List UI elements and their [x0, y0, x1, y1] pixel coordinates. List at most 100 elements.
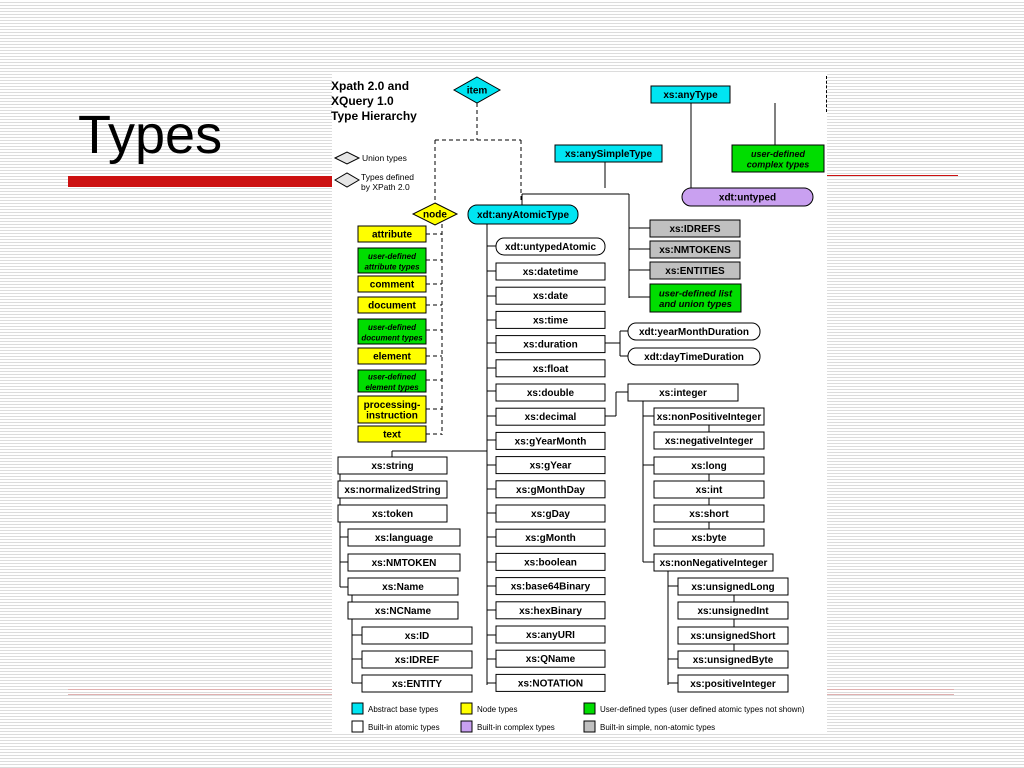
- xs-qname-node: [495, 649, 606, 668]
- xs-byte-node: [653, 528, 765, 547]
- node-types-legend-label: Node types: [477, 705, 517, 714]
- xs-date-node: [495, 286, 606, 305]
- processing-instruction-label-1: processing-: [364, 400, 421, 411]
- xdt-untyped-label: xdt:untyped: [719, 193, 776, 204]
- xs-gmonthday-label: xs:gMonthDay: [516, 485, 585, 496]
- user-defined-attribute-types-label-2: attribute types: [364, 262, 420, 271]
- xs-unsignedbyte-node: [677, 650, 789, 669]
- xs-notation-label: xs:NOTATION: [518, 678, 583, 689]
- user-defined-element-types-label-2: element types: [365, 383, 419, 392]
- xs-short-node: [653, 504, 765, 523]
- xs-hexbinary-node: [495, 601, 606, 620]
- xs-language-node: [347, 528, 461, 547]
- xs-double-label: xs:double: [527, 388, 575, 399]
- element-node: [357, 347, 427, 365]
- xs-normalizedstring-node: [337, 480, 448, 499]
- user-defined-element-types-label-1: user-defined: [368, 372, 417, 381]
- node-label: node: [423, 210, 447, 221]
- xs-datetime-node: [495, 262, 606, 281]
- user-defined-complex-types-label-2: complex types: [747, 159, 810, 169]
- xs-id-label: xs:ID: [405, 631, 429, 642]
- xs-entities-label: xs:ENTITIES: [665, 266, 725, 277]
- xs-nmtoken-node: [347, 553, 461, 572]
- xs-unsignedlong-label: xs:unsignedLong: [691, 582, 774, 593]
- xs-boolean-node: [495, 552, 606, 571]
- xs-token-label: xs:token: [372, 509, 413, 520]
- slide-title: Types: [78, 105, 223, 165]
- user-defined-types-legend-label: User-defined types (user defined atomic …: [600, 705, 805, 714]
- xdt-daytimeduration-node: [627, 347, 761, 366]
- xs-short-label: xs:short: [689, 509, 729, 520]
- xdt-yearmonthduration-node: [627, 322, 761, 341]
- xs-unsignedlong-node: [677, 577, 789, 596]
- built-in-simple-types-swatch: [583, 720, 596, 733]
- types-defined-key-label: Types defined: [361, 172, 414, 182]
- xs-unsignedshort-label: xs:unsignedShort: [690, 631, 776, 642]
- xs-long-node: [653, 456, 765, 475]
- xs-unsignedint-node: [677, 601, 789, 620]
- user-defined-document-types-label-1: user-defined: [368, 323, 417, 332]
- xs-normalizedstring-label: xs:normalizedString: [344, 485, 440, 496]
- xs-token-node: [337, 504, 448, 523]
- xs-name-label: xs:Name: [382, 582, 424, 593]
- union-types-key-label: Union types: [362, 153, 407, 163]
- dashed-edge: [826, 76, 827, 112]
- xs-ncname-label: xs:NCName: [375, 606, 432, 617]
- xs-date-label: xs:date: [533, 291, 568, 302]
- diagram-title-3: Type Hierarchy: [331, 109, 417, 123]
- xs-float-node: [495, 359, 606, 378]
- xs-gmonthday-node: [495, 480, 606, 499]
- title-underline-line: [826, 175, 958, 176]
- xs-boolean-label: xs:boolean: [524, 557, 577, 568]
- xs-nonnegativeinteger-label: xs:nonNegativeInteger: [660, 558, 768, 569]
- processing-instruction-label-2: instruction: [366, 410, 418, 421]
- user-defined-document-types-node: [357, 318, 427, 345]
- xs-int-node: [653, 480, 765, 499]
- built-in-atomic-types-swatch: [351, 720, 364, 733]
- built-in-complex-types-legend-label: Built-in complex types: [477, 723, 555, 732]
- xs-string-node: [337, 456, 448, 475]
- xpath-type-key-icon: [334, 172, 360, 188]
- diagram-title-2: XQuery 1.0: [331, 94, 394, 108]
- xs-int-label: xs:int: [696, 485, 723, 496]
- xs-gyear-node: [495, 456, 606, 475]
- xdt-untypedatomic-label: xdt:untypedAtomic: [505, 242, 597, 253]
- xs-nonpositiveinteger-node: [653, 407, 765, 426]
- xs-gday-node: [495, 504, 606, 523]
- xs-anyuri-node: [495, 625, 606, 644]
- processing-instruction-node: [357, 395, 427, 424]
- user-defined-complex-types-label-1: user-defined: [751, 149, 806, 159]
- xs-integer-label: xs:integer: [659, 388, 707, 399]
- built-in-complex-types-swatch: [460, 720, 473, 733]
- xs-anysimpletype-label: xs:anySimpleType: [565, 149, 653, 160]
- xs-name-node: [347, 577, 459, 596]
- xs-notation-node: [495, 673, 606, 692]
- xdt-yearmonthduration-label: xdt:yearMonthDuration: [639, 327, 749, 338]
- xs-idrefs-label: xs:IDREFS: [669, 224, 720, 235]
- xs-gmonth-label: xs:gMonth: [525, 533, 576, 544]
- xs-idref-label: xs:IDREF: [395, 655, 439, 666]
- document-node: [357, 296, 427, 314]
- xs-entity-node: [361, 674, 473, 693]
- xs-hexbinary-label: xs:hexBinary: [519, 606, 582, 617]
- xs-time-node: [495, 310, 606, 329]
- xs-double-node: [495, 383, 606, 402]
- built-in-atomic-types-legend-label: Built-in atomic types: [368, 723, 440, 732]
- xs-ncname-node: [347, 601, 459, 620]
- xs-byte-label: xs:byte: [691, 533, 726, 544]
- xs-unsignedshort-node: [677, 626, 789, 645]
- comment-label: comment: [370, 280, 415, 291]
- attribute-node: [357, 225, 427, 243]
- xs-positiveinteger-label: xs:positiveInteger: [690, 679, 776, 690]
- item-label: item: [467, 86, 488, 97]
- xs-decimal-node: [495, 407, 606, 426]
- xs-gyearmonth-node: [495, 431, 606, 450]
- user-defined-attribute-types-label-1: user-defined: [368, 252, 417, 261]
- xs-id-node: [361, 626, 473, 645]
- xs-anysimpletype-node: [554, 144, 663, 163]
- xs-string-label: xs:string: [371, 461, 413, 472]
- xs-unsignedbyte-label: xs:unsignedByte: [693, 655, 774, 666]
- xs-duration-node: [495, 335, 606, 354]
- element-label: element: [373, 352, 411, 363]
